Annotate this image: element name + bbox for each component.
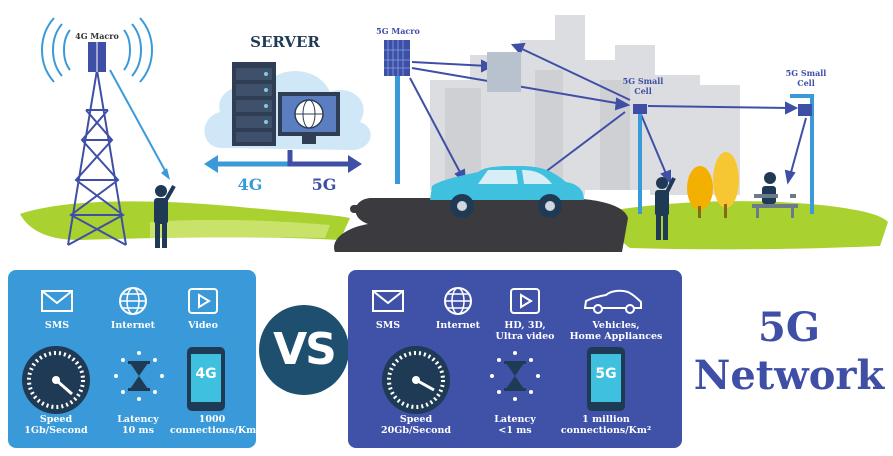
grass-right	[613, 201, 888, 250]
phone-icon	[187, 347, 225, 411]
phone-icon	[587, 347, 625, 411]
phone-badge-5g: 5G	[595, 366, 617, 382]
5g-macro-antenna-icon	[384, 40, 410, 184]
arrow-5g-label: 5G	[312, 175, 337, 194]
speedometer-icon	[22, 346, 90, 414]
envelope-icon	[41, 290, 73, 312]
4g-panel: SMS Internet Video Speed 1Gb/Second Late…	[8, 270, 261, 448]
feature-vehicles: Vehicles, Home Appliances	[569, 320, 663, 342]
monitor-globe-icon	[278, 92, 340, 144]
person-icon	[154, 185, 176, 248]
latency-4g: Latency 10 ms	[117, 414, 159, 436]
hourglass-icon	[490, 351, 540, 401]
connections-4g: 1000 connections/Km²	[170, 414, 261, 436]
feature-sms: SMS	[375, 320, 401, 331]
car-outline-icon	[583, 289, 642, 314]
title-line-1: 5G	[758, 304, 820, 351]
bench-person-icon	[752, 172, 798, 218]
car-icon	[430, 166, 584, 218]
phone-badge-4g: 4G	[195, 366, 217, 382]
video-play-icon	[188, 288, 218, 314]
vs-badge: VS	[259, 305, 349, 395]
5g-macro-label: 5G Macro	[376, 26, 420, 36]
server-rack-icon	[232, 62, 276, 146]
globe-icon	[444, 287, 472, 315]
feature-hd-video: HD, 3D, Ultra video	[495, 320, 555, 342]
video-play-icon	[510, 288, 540, 314]
arrow-4g-label: 4G	[238, 175, 263, 194]
5g-panel: SMS Internet HD, 3D, Ultra video Vehicle…	[348, 270, 682, 448]
latency-5g: Latency <1 ms	[494, 414, 536, 436]
feature-video: Video	[188, 320, 218, 331]
network-scene: 4G Macro SERVER 4G 5G 5G Macro	[20, 15, 888, 252]
speedometer-icon	[382, 346, 450, 414]
speed-5g: Speed 20Gb/Second	[380, 414, 452, 436]
server-label: SERVER	[250, 33, 320, 51]
envelope-icon	[372, 290, 404, 312]
hourglass-icon	[114, 351, 164, 401]
small-cell-2-icon	[798, 104, 812, 116]
small-cell-1-icon	[633, 104, 647, 114]
person-icon	[655, 177, 676, 240]
feature-internet: Internet	[110, 320, 156, 331]
connections-5g: 1 million connections/Km²	[560, 414, 652, 436]
trees-icon	[687, 152, 739, 218]
feature-internet: Internet	[435, 320, 481, 331]
speed-4g: Speed 1Gb/Second	[24, 414, 88, 436]
4g-macro-label: 4G Macro	[75, 31, 119, 41]
title-line-2: Network	[693, 352, 885, 399]
globe-icon	[119, 287, 147, 315]
4g-tower-icon	[41, 17, 153, 246]
feature-sms: SMS	[44, 320, 70, 331]
